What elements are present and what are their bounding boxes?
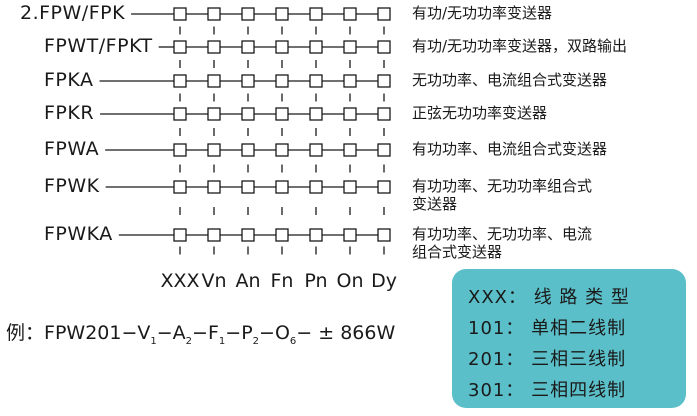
model-label: 2.FPW/FPK <box>20 2 126 24</box>
legend-line: XXX： 线 路 类 型 <box>468 287 630 308</box>
code-box <box>309 107 323 121</box>
column-label: Pn <box>304 270 328 292</box>
description-line: 变送器 <box>412 195 458 213</box>
code-box <box>275 143 289 157</box>
description-line: 组合式变送器 <box>412 243 503 261</box>
code-box <box>173 40 187 54</box>
code-box <box>173 228 187 242</box>
code-box <box>377 180 391 194</box>
code-box <box>207 107 221 121</box>
code-box <box>207 180 221 194</box>
model-label: FPKA <box>44 69 94 91</box>
code-box <box>309 143 323 157</box>
row-description: 无功功率、电流组合式变送器 <box>412 71 607 90</box>
example-segment: − ± 866W <box>296 322 396 344</box>
example-label: 例： <box>6 322 45 344</box>
example-segment: −O <box>259 322 290 344</box>
code-box <box>377 228 391 242</box>
code-box <box>173 143 187 157</box>
description-line: 有功功率、电流组合式变送器 <box>412 140 608 158</box>
code-box <box>275 7 289 21</box>
code-box <box>275 228 289 242</box>
code-box <box>377 7 391 21</box>
code-box <box>343 228 357 242</box>
example-subscript: 1 <box>150 335 157 347</box>
model-label: FPKR <box>44 102 95 124</box>
column-label: XXX <box>160 270 200 292</box>
model-label: FPWA <box>44 138 100 160</box>
example-subscript: 2 <box>252 335 260 347</box>
line-type-legend: XXX： 线 路 类 型 101： 单相二线制 201： 三相三线制 301： … <box>452 269 686 408</box>
code-box <box>343 180 357 194</box>
code-box <box>343 7 357 21</box>
code-box <box>343 107 357 121</box>
row-description: 有功/无功功率变送器 <box>412 4 552 23</box>
example-code: 例：FPW201−V1−A2−F1−P2−O6− ± 866W <box>6 318 395 347</box>
legend-line: 201： 三相三线制 <box>468 349 627 370</box>
code-box <box>207 74 221 88</box>
code-box <box>343 74 357 88</box>
row-description: 有功功率、电流组合式变送器 <box>412 140 607 159</box>
code-box <box>343 40 357 54</box>
description-line: 有功/无功功率变送器，双路输出 <box>412 37 628 55</box>
code-box <box>241 143 255 157</box>
legend-line: 301： 三相四线制 <box>468 380 627 401</box>
description-line: 有功功率、无功功率、电流 <box>412 225 593 243</box>
example-segment: −P <box>225 322 253 344</box>
model-label: FPWKA <box>44 223 113 245</box>
row-description: 有功功率、无功功率组合式变送器 <box>412 177 592 214</box>
description-line: 正弦无功功率变送器 <box>412 104 548 122</box>
code-box <box>207 40 221 54</box>
code-box <box>309 40 323 54</box>
model-label: FPWK <box>44 175 100 197</box>
code-box <box>377 74 391 88</box>
row-description: 有功功率、无功功率、电流组合式变送器 <box>412 225 592 262</box>
code-box <box>173 7 187 21</box>
example-segment: −F <box>192 322 219 344</box>
column-label: An <box>235 270 261 292</box>
example-segment: FPW201−V <box>44 322 151 344</box>
code-box <box>241 40 255 54</box>
column-label: Vn <box>201 270 227 292</box>
column-label: Dy <box>371 270 397 292</box>
legend-line: 101： 单相二线制 <box>468 318 627 339</box>
code-box <box>343 143 357 157</box>
code-box <box>207 7 221 21</box>
code-box <box>241 180 255 194</box>
code-box <box>377 40 391 54</box>
example-subscript: 2 <box>185 335 193 347</box>
model-label: FPWT/FPKT <box>44 35 153 57</box>
code-box <box>241 107 255 121</box>
code-box <box>309 180 323 194</box>
code-box <box>309 74 323 88</box>
code-box <box>309 7 323 21</box>
example-subscript: 6 <box>289 335 297 347</box>
example-segment: −A <box>156 322 186 344</box>
code-box <box>309 228 323 242</box>
row-description: 有功/无功功率变送器，双路输出 <box>412 37 627 56</box>
description-line: 有功功率、无功功率组合式 <box>412 177 593 195</box>
code-box <box>275 180 289 194</box>
column-label: Fn <box>270 270 294 292</box>
row-description: 正弦无功功率变送器 <box>412 104 547 123</box>
code-box <box>275 74 289 88</box>
code-box <box>377 143 391 157</box>
code-box <box>241 7 255 21</box>
code-box <box>173 74 187 88</box>
code-box <box>207 143 221 157</box>
code-box <box>207 228 221 242</box>
example-subscript: 1 <box>218 335 226 347</box>
column-label: On <box>336 270 364 292</box>
description-line: 有功/无功功率变送器 <box>412 4 553 22</box>
code-box <box>241 74 255 88</box>
code-box <box>241 228 255 242</box>
code-box <box>275 107 289 121</box>
code-box <box>173 107 187 121</box>
description-line: 无功功率、电流组合式变送器 <box>412 71 608 89</box>
code-box <box>275 40 289 54</box>
code-box <box>173 180 187 194</box>
code-box <box>377 107 391 121</box>
